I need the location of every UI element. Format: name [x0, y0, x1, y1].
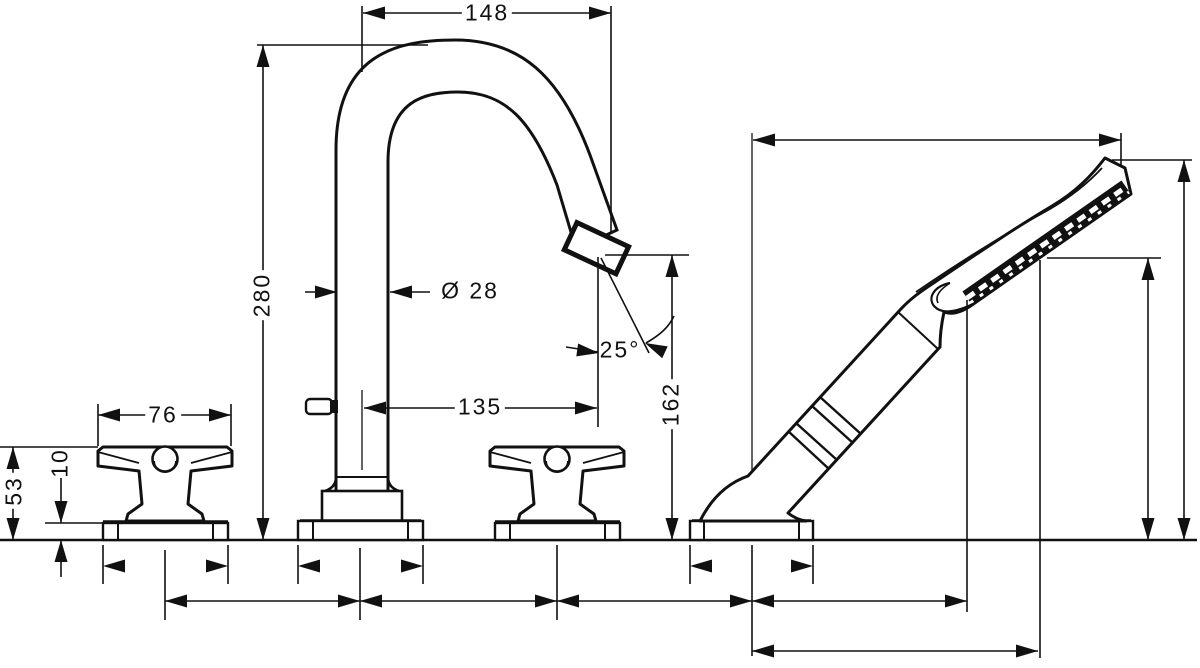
dim-label-handle-height: 53 — [1, 473, 27, 509]
hand-shower — [688, 156, 1133, 542]
grip-rings — [787, 396, 862, 470]
dim-label-escutcheon-height: 10 — [46, 448, 73, 478]
spout-outlet — [560, 219, 632, 278]
dim-label-outlet-height: 162 — [658, 378, 684, 430]
middle-cross-handle — [488, 444, 626, 542]
shower-hook — [930, 281, 976, 313]
dim-label-spout-reach: 135 — [454, 395, 506, 419]
shower-body — [698, 156, 1133, 523]
dimension-lines — [0, 6, 1192, 658]
dim-label-spout-height: 280 — [249, 269, 275, 321]
dim-label-spout-projection: 148 — [461, 1, 513, 25]
spray-face — [962, 180, 1131, 305]
dim-label-handle-width: 76 — [145, 403, 181, 427]
dim-label-spout-diameter: Ø 28 — [441, 277, 499, 304]
left-cross-handle — [96, 444, 234, 542]
spout-lever — [304, 397, 338, 416]
tub-spout — [296, 38, 632, 542]
dim-label-spray-angle: 25° — [599, 336, 641, 363]
